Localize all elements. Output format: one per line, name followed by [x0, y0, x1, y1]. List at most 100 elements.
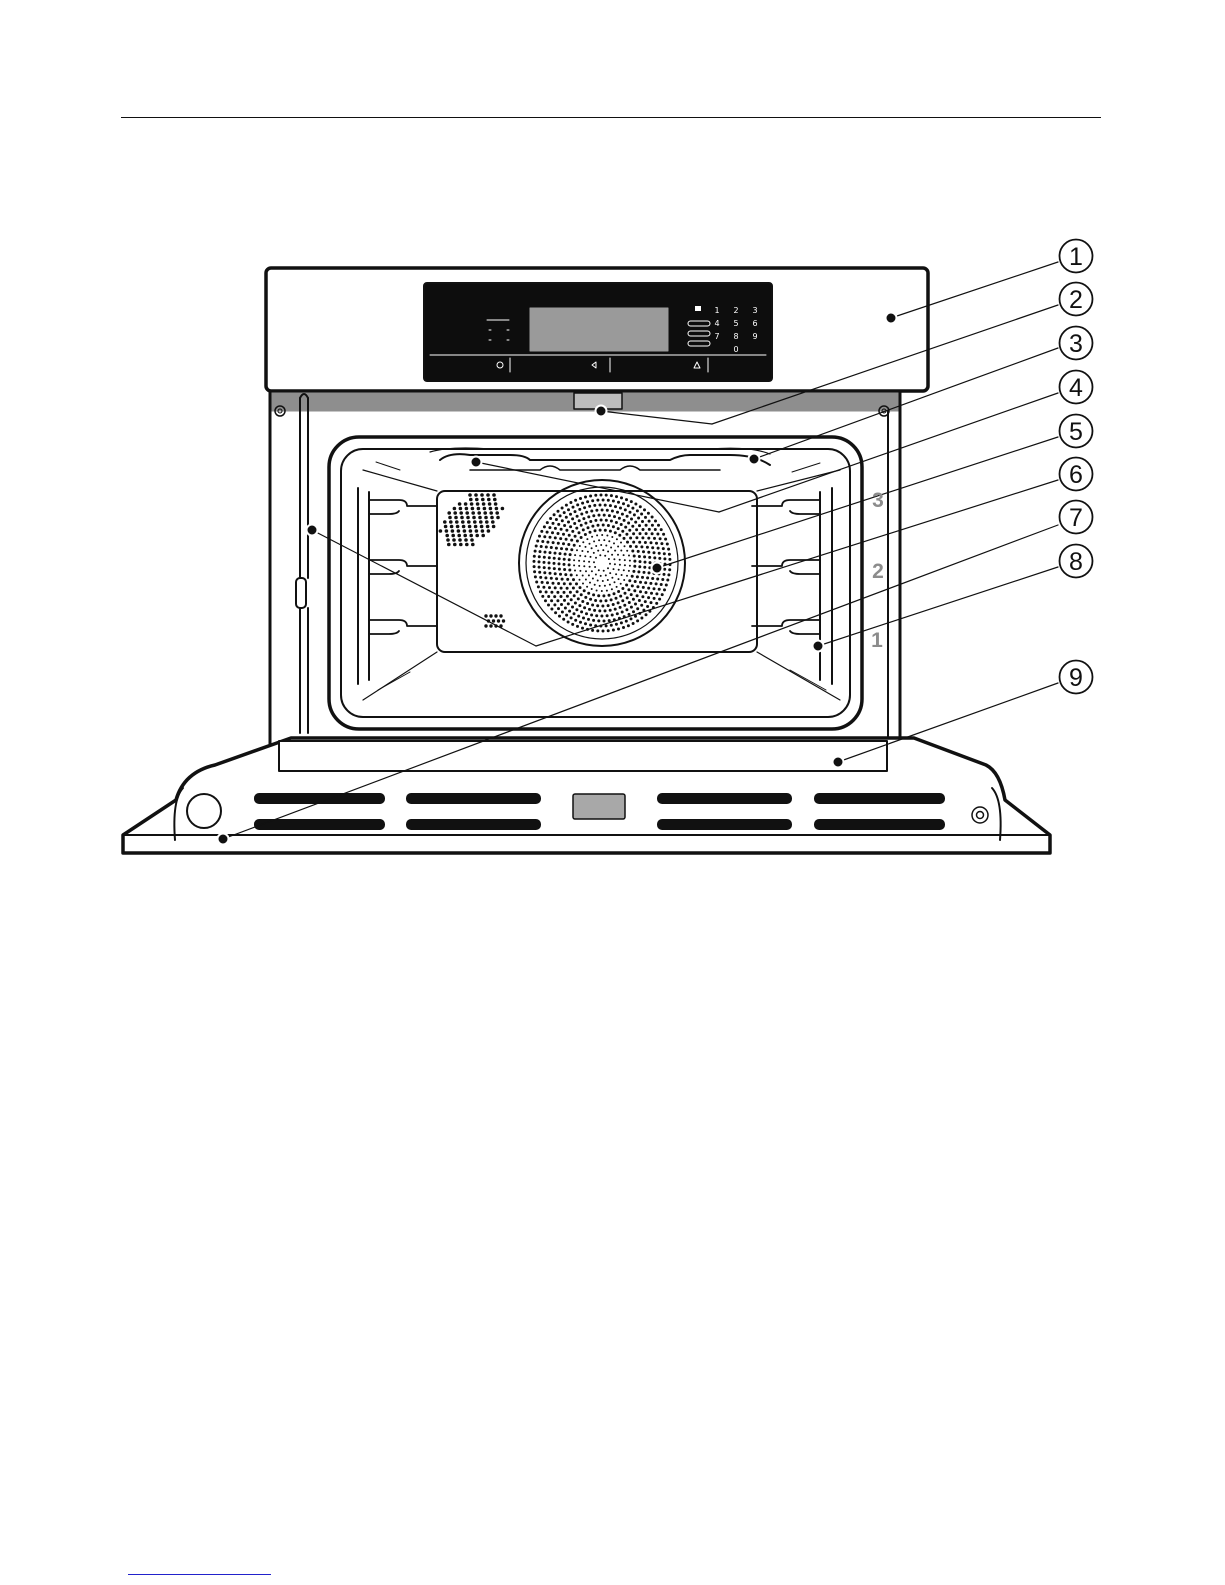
fan-hole	[574, 535, 577, 538]
fan-hole	[566, 595, 569, 598]
fan-hole	[612, 603, 615, 606]
fan-hole	[571, 517, 574, 520]
fan-hole	[591, 499, 594, 502]
fan-hole	[626, 596, 629, 599]
control-panel: 1 2 3 4 5 6 7 8 9 0	[266, 268, 928, 391]
callout-2: 2	[1060, 283, 1093, 316]
fan-hole	[637, 517, 640, 520]
fan-hole	[613, 568, 615, 570]
fan-hole	[579, 586, 582, 589]
fan-hole	[623, 579, 625, 581]
fan-hole	[611, 577, 613, 579]
fan-hole	[581, 550, 583, 552]
fan-hole	[629, 545, 632, 548]
fan-hole	[633, 560, 636, 563]
fan-hole	[580, 513, 583, 516]
fan-hole	[628, 613, 631, 616]
fan-hole	[594, 566, 596, 568]
fan-hole	[596, 499, 599, 502]
shelf-level-3: 3	[872, 489, 884, 512]
fan-hole	[610, 494, 613, 497]
fan-hole	[660, 528, 663, 531]
fan-hole	[663, 573, 666, 576]
fan-hole	[558, 568, 561, 571]
fan-hole	[625, 584, 628, 587]
fan-hole	[658, 557, 661, 560]
fan-hole	[601, 534, 603, 536]
fan-hole	[584, 622, 587, 625]
vent-hole	[478, 516, 482, 520]
fan-hole	[638, 541, 641, 544]
fan-hole	[538, 571, 541, 574]
fan-hole	[644, 516, 647, 519]
callout-8: 8	[1060, 545, 1093, 578]
fan-hole	[594, 494, 597, 497]
vent-hole	[446, 538, 450, 542]
fan-hole	[567, 521, 570, 524]
fan-hole	[562, 618, 565, 621]
vent-hole	[445, 534, 449, 538]
fan-hole	[629, 537, 632, 540]
fan-hole	[660, 583, 663, 586]
light-icon	[695, 306, 701, 311]
vent-hole	[447, 543, 451, 547]
vent-hole	[487, 498, 491, 502]
fan-hole	[623, 519, 626, 522]
fan-hole	[581, 502, 584, 505]
fan-hole	[547, 595, 550, 598]
fan-hole	[559, 514, 562, 517]
fan-hole	[605, 494, 608, 497]
fan-hole	[566, 587, 569, 590]
fan-hole	[630, 500, 633, 503]
fan-hole	[580, 610, 583, 613]
fan-hole	[589, 495, 592, 498]
fan-hole	[543, 571, 546, 574]
vent-hole	[494, 614, 497, 617]
vent-hole	[477, 507, 481, 511]
fan-hole	[612, 525, 615, 528]
fan-hole	[562, 533, 565, 536]
fan-hole	[597, 524, 600, 527]
fan-hole	[624, 559, 626, 561]
fan-hole	[554, 527, 557, 530]
fan-hole	[636, 509, 639, 512]
key-label: 6	[752, 319, 757, 328]
fan-hole	[550, 546, 553, 549]
fan-hole	[597, 594, 600, 597]
fan-hole	[619, 595, 622, 598]
fan-hole	[580, 536, 583, 539]
fan-hole	[608, 558, 610, 560]
fan-hole	[544, 551, 547, 554]
fan-hole	[618, 534, 621, 537]
vent-hole	[484, 516, 488, 520]
fan-hole	[626, 515, 629, 518]
fan-hole	[550, 591, 553, 594]
fan-hole	[548, 556, 551, 559]
fan-hole	[563, 591, 566, 594]
fan-hole	[615, 623, 618, 626]
fan-hole	[599, 585, 601, 587]
fan-hole	[625, 533, 628, 536]
fan-hole	[596, 604, 599, 607]
vent-hole	[492, 619, 495, 622]
vent-hole	[457, 529, 461, 533]
fan-hole	[600, 544, 602, 546]
fan-hole	[645, 532, 648, 535]
fan-hole	[611, 614, 614, 617]
fan-hole	[561, 611, 564, 614]
fan-hole	[565, 538, 568, 541]
fan-hole	[616, 586, 618, 588]
fan-hole	[618, 569, 620, 571]
fan-hole	[581, 627, 584, 630]
fan-hole	[607, 579, 609, 581]
fan-hole	[590, 556, 592, 558]
fan-hole	[628, 529, 631, 532]
door-glass	[279, 741, 887, 771]
fan-hole	[611, 588, 613, 590]
fan-hole	[599, 529, 602, 532]
fan-hole	[538, 566, 541, 569]
fan-hole	[604, 555, 606, 557]
fan-hole	[633, 513, 636, 516]
fan-hole	[550, 608, 553, 611]
